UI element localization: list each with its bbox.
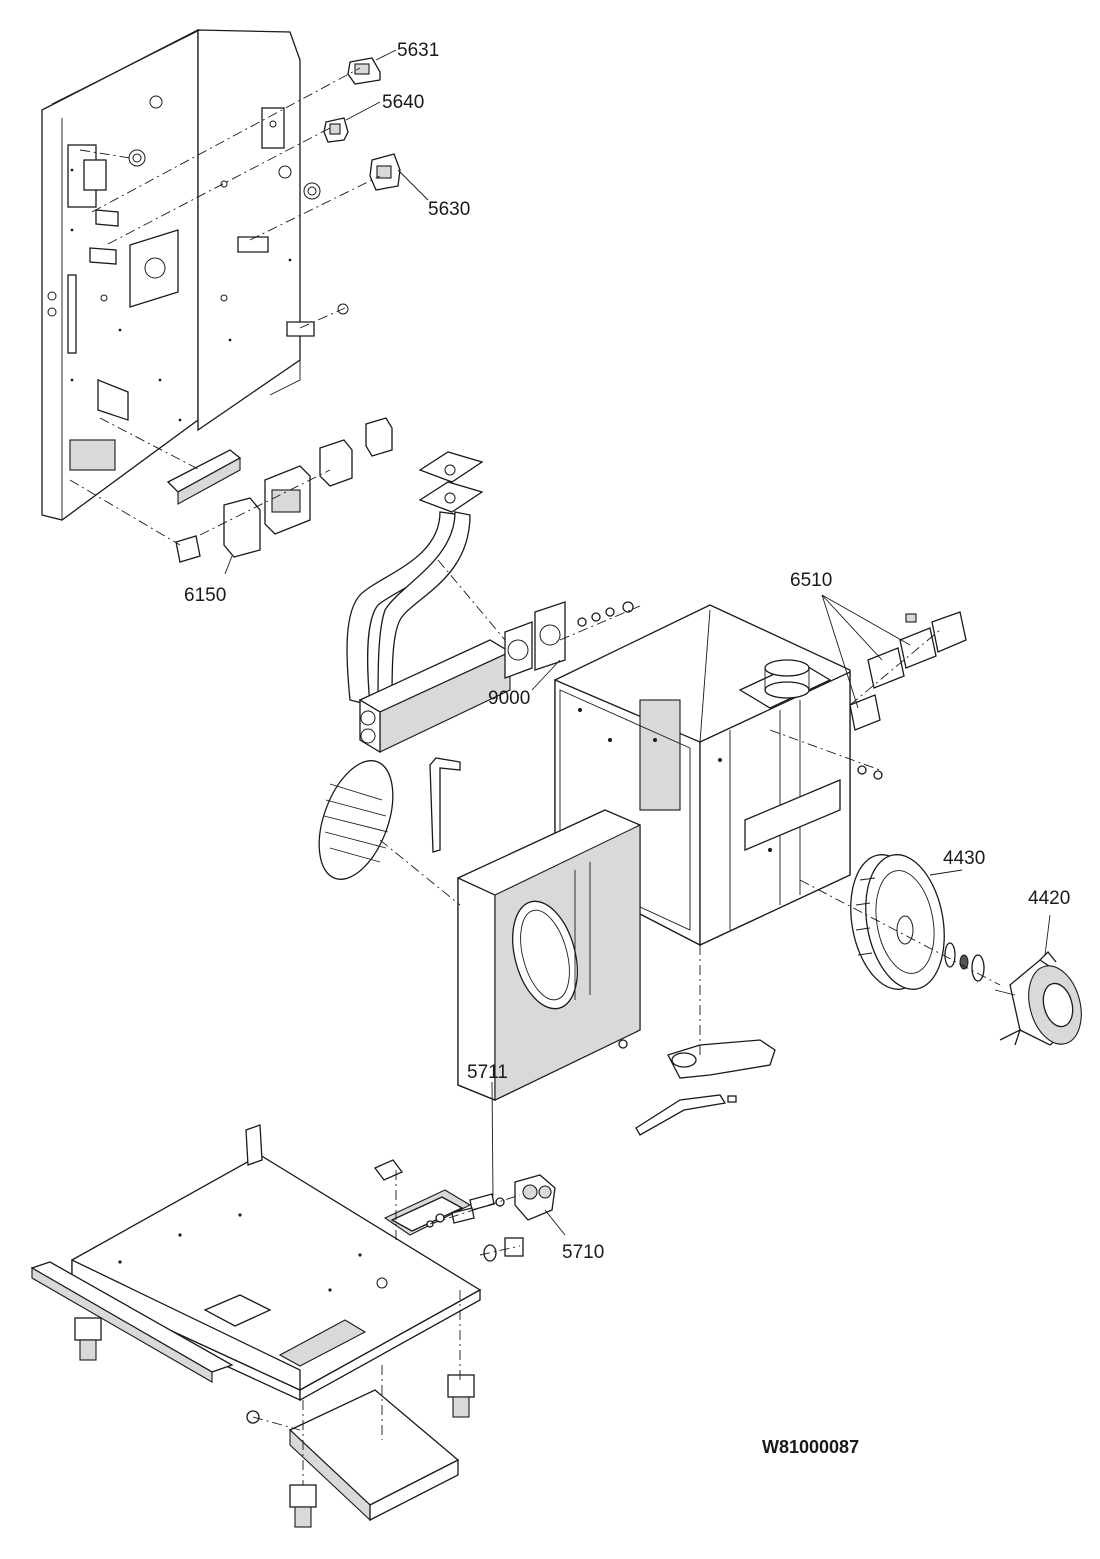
callout-5710: 5710: [562, 1242, 604, 1263]
callout-5630: 5630: [428, 199, 470, 220]
bracket-clip: [373, 1159, 404, 1181]
contactor: [264, 465, 311, 535]
screw: [618, 1039, 628, 1049]
solenoid-valve-5710: [514, 1174, 556, 1221]
callout-9000: 9000: [488, 688, 530, 709]
switch-5631: [347, 57, 381, 85]
base-plate: [71, 1124, 482, 1402]
fan-hub-washers: [944, 942, 985, 982]
base-cutout: [203, 1294, 272, 1327]
drip-tray: [288, 1389, 460, 1522]
rod-probe: [429, 757, 461, 853]
drain-pipe: [635, 1039, 776, 1136]
callout-5711: 5711: [467, 1062, 508, 1083]
switch-5640: [323, 117, 349, 143]
switch-5630: [369, 153, 401, 191]
gasket-plates-9000: [504, 601, 566, 679]
assembly-centerlines: [69, 67, 1001, 1485]
flue-plate-top: [418, 451, 484, 513]
heat-exchanger-tube: [358, 639, 512, 754]
leveling-foot-1: [74, 1317, 102, 1361]
callout-6510: 6510: [790, 570, 832, 591]
terminal-block: [166, 449, 242, 505]
fan-wheel-4430: [850, 854, 945, 990]
inspection-cover-set-6510: [849, 611, 967, 731]
fan-motor-4420: [994, 951, 1082, 1046]
callout-5631: 5631: [397, 40, 439, 61]
small-fittings: [577, 601, 634, 627]
baffle-panel: [457, 809, 641, 1101]
vent-perforations: [278, 1319, 367, 1367]
callout-5640: 5640: [382, 92, 424, 113]
relay-2: [365, 417, 393, 457]
front-rail: [30, 1261, 234, 1383]
relay-1: [319, 439, 353, 487]
callout-6150: 6150: [184, 585, 226, 606]
leveling-foot-2: [447, 1374, 475, 1418]
leveling-foot-3: [289, 1484, 317, 1528]
drawing-number: W81000087: [762, 1437, 859, 1457]
callout-leaders: [224, 49, 1051, 1236]
din-rail-mount-6150: [175, 497, 261, 563]
callout-4420: 4420: [1028, 888, 1070, 909]
callout-4430: 4430: [943, 848, 985, 869]
elbow-fittings: [857, 765, 883, 780]
fan-guard-grill: [318, 760, 394, 880]
rear-panel: [41, 28, 321, 521]
